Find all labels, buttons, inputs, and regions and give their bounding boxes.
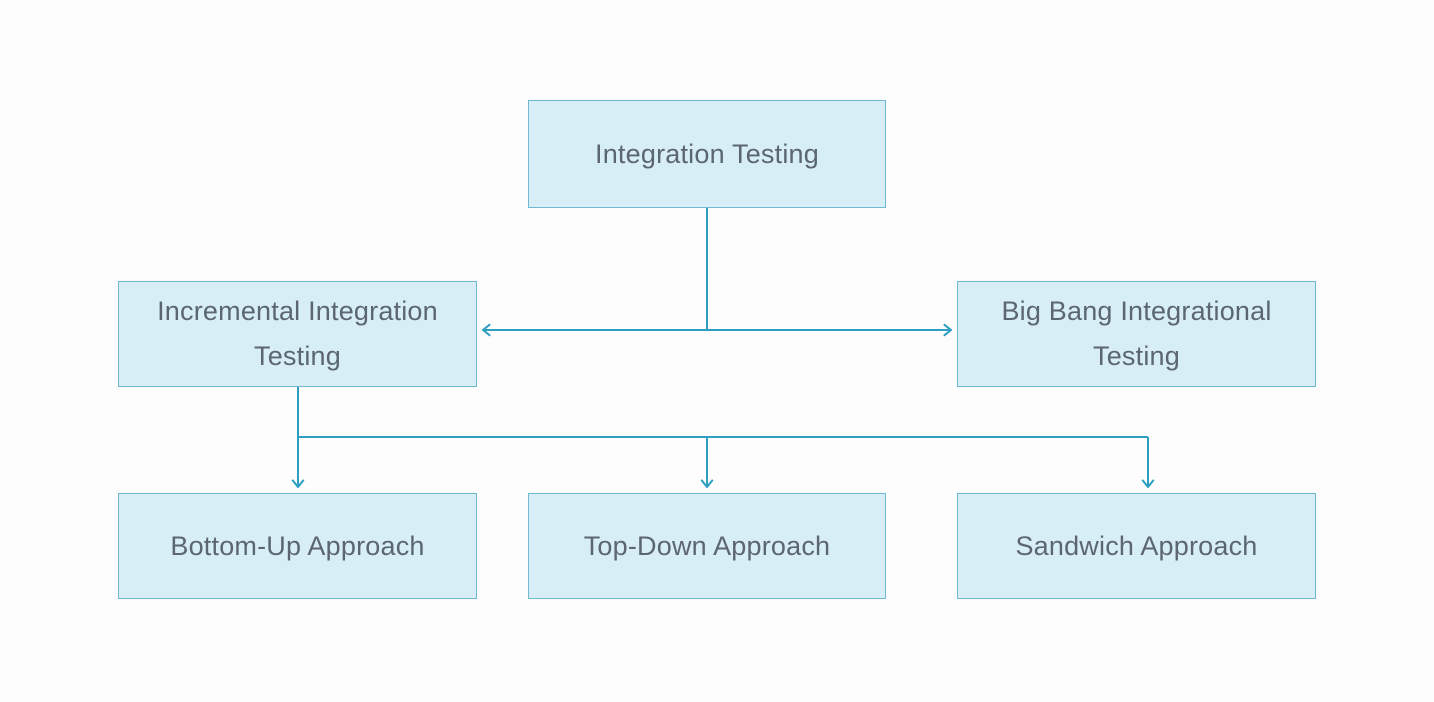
node-sandwich-approach[interactable]: Sandwich Approach (957, 493, 1316, 599)
node-top-down-approach[interactable]: Top-Down Approach (528, 493, 886, 599)
node-label: Bottom-Up Approach (170, 530, 425, 561)
node-label: Integration Testing (595, 138, 819, 169)
node-incremental-integration-testing[interactable]: Incremental Integration Testing (118, 281, 477, 387)
node-integration-testing[interactable]: Integration Testing (528, 100, 886, 208)
node-label: Sandwich Approach (1015, 530, 1258, 561)
node-bottom-up-approach[interactable]: Bottom-Up Approach (118, 493, 477, 599)
node-label: Top-Down Approach (583, 530, 831, 561)
node-label: Incremental Integration Testing (157, 296, 438, 371)
node-label: Big Bang Integrational Testing (1001, 296, 1272, 371)
node-big-bang-integrational-testing[interactable]: Big Bang Integrational Testing (957, 281, 1316, 387)
